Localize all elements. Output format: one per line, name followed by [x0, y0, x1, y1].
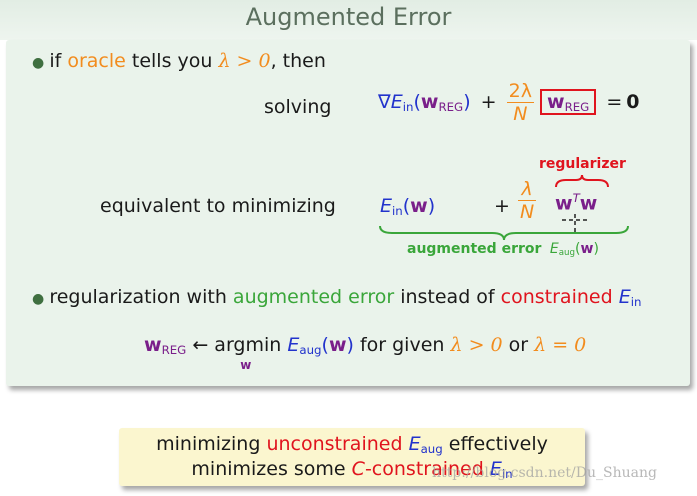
solving-label: solving — [264, 96, 332, 118]
summary-line-1: minimizing unconstrained Eaug effectivel… — [156, 433, 548, 456]
summary-line-2: minimizes some C-constrained Ein — [191, 458, 513, 481]
augmented-error-label: augmented error Eaug(w) — [407, 241, 599, 259]
augmented-error-underbrace — [379, 225, 629, 241]
bullet-dot-icon: ● — [32, 55, 45, 71]
summary-box: minimizing unconstrained Eaug effectivel… — [119, 428, 585, 486]
equivalent-label: equivalent to minimizing — [100, 195, 336, 217]
lambda-condition: λ > 0 — [218, 50, 271, 72]
bullet-1: ● if oracle tells you λ > 0, then — [32, 50, 326, 72]
augmented-error-word: augmented error — [232, 286, 395, 308]
bullet-2: ● regularization with augmented error in… — [32, 286, 641, 309]
constrained-word: constrained — [500, 286, 613, 308]
cursor-crosshair-icon — [562, 214, 588, 232]
oracle-word: oracle — [67, 50, 126, 72]
slide-title: Augmented Error — [245, 3, 452, 31]
bullet-dot-icon: ● — [32, 291, 45, 307]
plus-sign: + — [494, 195, 510, 217]
title-bar: Augmented Error — [0, 0, 697, 40]
watermark-text: http://blog.csdn.net/Du_Shuang — [432, 465, 657, 481]
regularizer-overbrace — [555, 175, 609, 188]
bullet-1-text: if oracle tells you λ > 0, then — [49, 50, 326, 72]
regularizer-label: regularizer — [539, 156, 626, 172]
boxed-w-reg: wREG — [540, 89, 597, 115]
bullet-2-text: regularization with augmented error inst… — [49, 286, 642, 309]
main-content-box: ● if oracle tells you λ > 0, then solvin… — [6, 40, 690, 386]
e-in-w: Ein(w) — [380, 195, 436, 218]
w-transpose-w: wTw — [555, 191, 598, 215]
